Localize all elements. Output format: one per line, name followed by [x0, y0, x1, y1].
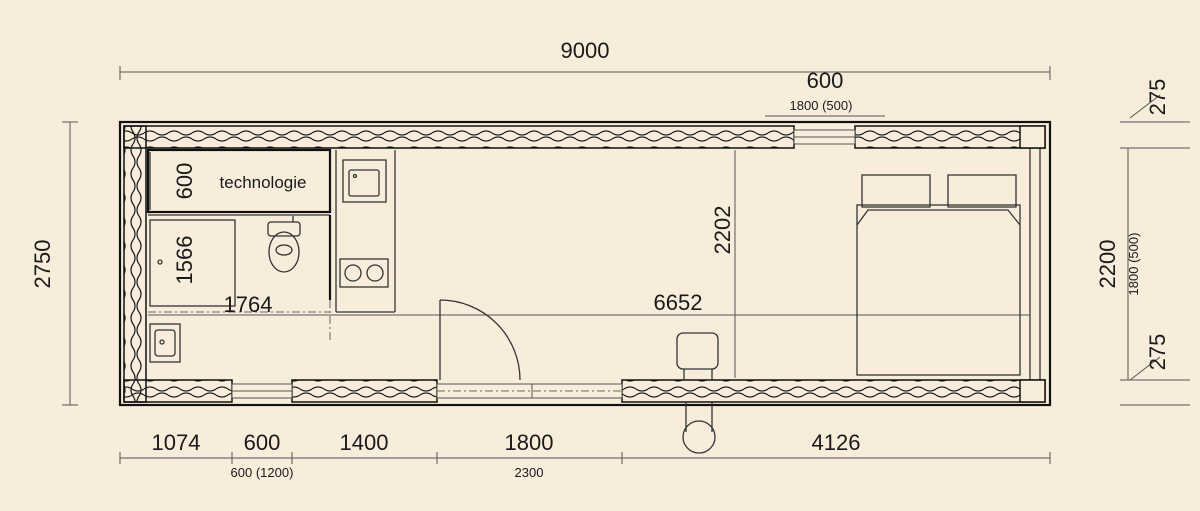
left-dimension-line — [62, 121, 78, 406]
bath-length-label: 1764 — [224, 292, 273, 317]
bottom-segment-4-label: 1800 — [505, 430, 554, 455]
toilet-icon — [267, 216, 301, 273]
cooktop-icon — [339, 258, 389, 288]
outside-step-icon — [682, 402, 716, 454]
sink-icon — [342, 159, 387, 203]
bathroom — [148, 214, 332, 363]
room-height-label: 2202 — [710, 206, 735, 255]
right-bottom-offset-label: 275 — [1145, 334, 1170, 371]
top-dimension-line — [119, 66, 1051, 80]
bath-width-label: 1566 — [172, 236, 197, 285]
door-swing-icon — [439, 299, 521, 381]
kitchen — [335, 150, 396, 313]
bottom-segment-2-note: 600 (1200) — [231, 465, 294, 480]
right-dimension-lines — [1120, 94, 1190, 406]
bed-icon — [856, 174, 1021, 376]
living-area — [148, 150, 1030, 454]
building-shell — [118, 120, 1052, 407]
overall-width-label: 2750 — [30, 240, 55, 289]
technology-room — [146, 148, 332, 214]
bottom-segment-2-label: 600 — [244, 430, 281, 455]
top-window-width-label: 600 — [807, 68, 844, 93]
bottom-segment-1-label: 1074 — [152, 430, 201, 455]
seat-icon — [676, 332, 719, 380]
top-window-note-label: 1800 (500) — [790, 98, 853, 113]
tech-depth-label: 600 — [172, 163, 197, 200]
right-top-offset-label: 275 — [1145, 79, 1170, 116]
bottom-segment-4-note: 2300 — [515, 465, 544, 480]
bottom-dimension-line — [119, 452, 1051, 464]
technology-room-label: technologie — [220, 173, 307, 192]
inner-width-note-label: 1800 (500) — [1126, 233, 1141, 296]
inner-width-label: 2200 — [1095, 240, 1120, 289]
bottom-segment-3-label: 1400 — [340, 430, 389, 455]
washbasin-icon — [149, 323, 181, 363]
bottom-segment-5-label: 4126 — [812, 430, 861, 455]
overall-length-label: 9000 — [561, 38, 610, 63]
room-length-label: 6652 — [654, 290, 703, 315]
